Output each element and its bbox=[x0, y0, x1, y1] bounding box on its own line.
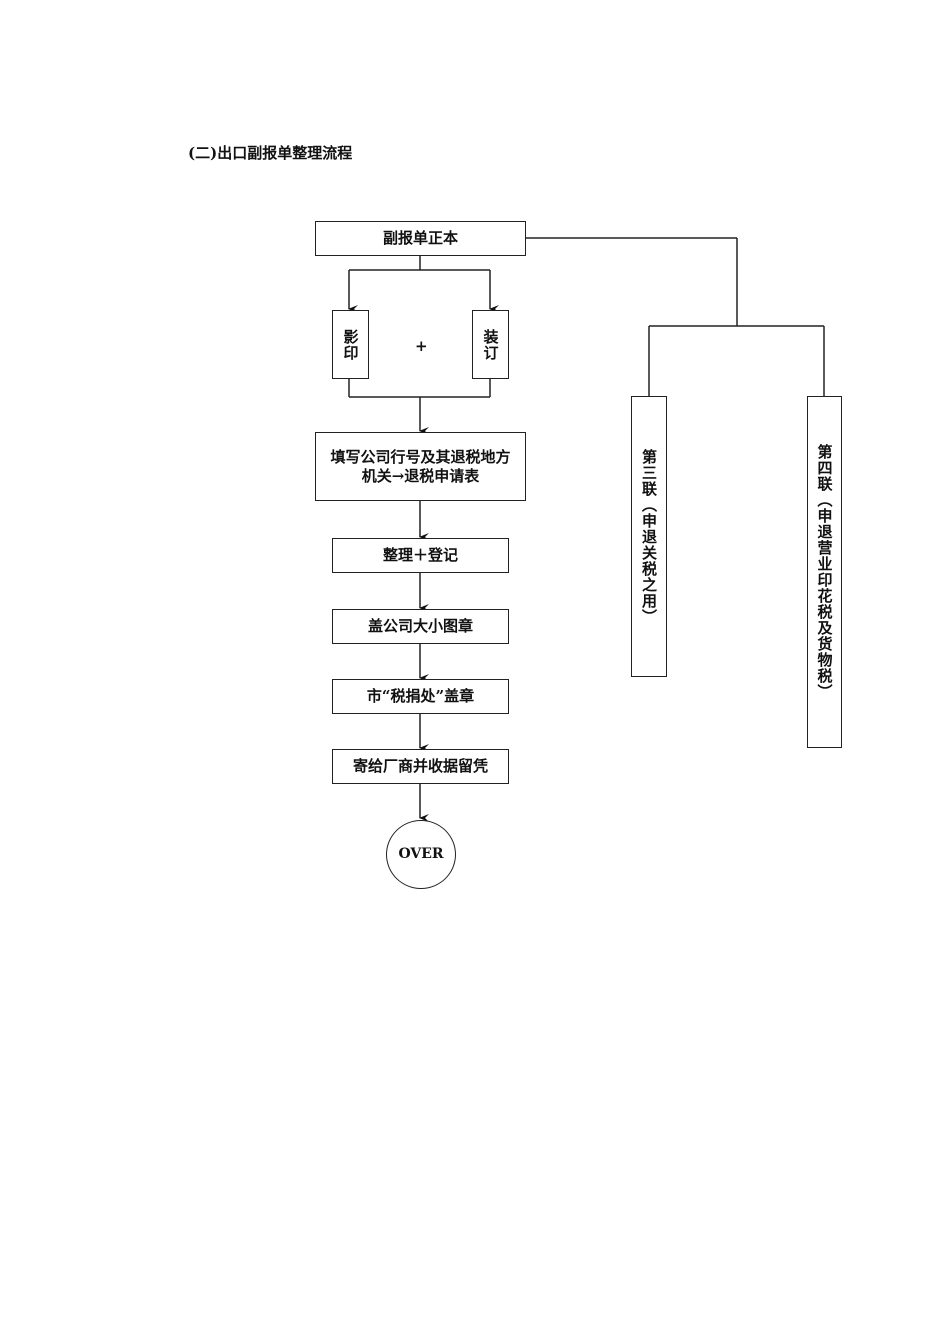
node-copy: 影印 bbox=[332, 310, 369, 379]
plus-sign: + bbox=[415, 337, 428, 355]
page-title: (二)出口副报单整理流程 bbox=[188, 144, 353, 162]
node-fourth-copy: 第四联（申退营业印花税及货物税） bbox=[807, 396, 842, 748]
node-organize: 整理＋登记 bbox=[332, 538, 509, 573]
node-end: OVER bbox=[386, 820, 456, 889]
node-third-copy: 第三联（申退关税之用） bbox=[631, 396, 667, 677]
node-fill-form: 填写公司行号及其退税地方机关→退税申请表 bbox=[315, 432, 526, 501]
node-tax-stamp: 市“税捐处”盖章 bbox=[332, 679, 509, 714]
node-start: 副报单正本 bbox=[315, 221, 526, 256]
node-bind: 装订 bbox=[472, 310, 509, 379]
node-company-stamp: 盖公司大小图章 bbox=[332, 609, 509, 644]
node-mail: 寄给厂商并收据留凭 bbox=[332, 749, 509, 784]
